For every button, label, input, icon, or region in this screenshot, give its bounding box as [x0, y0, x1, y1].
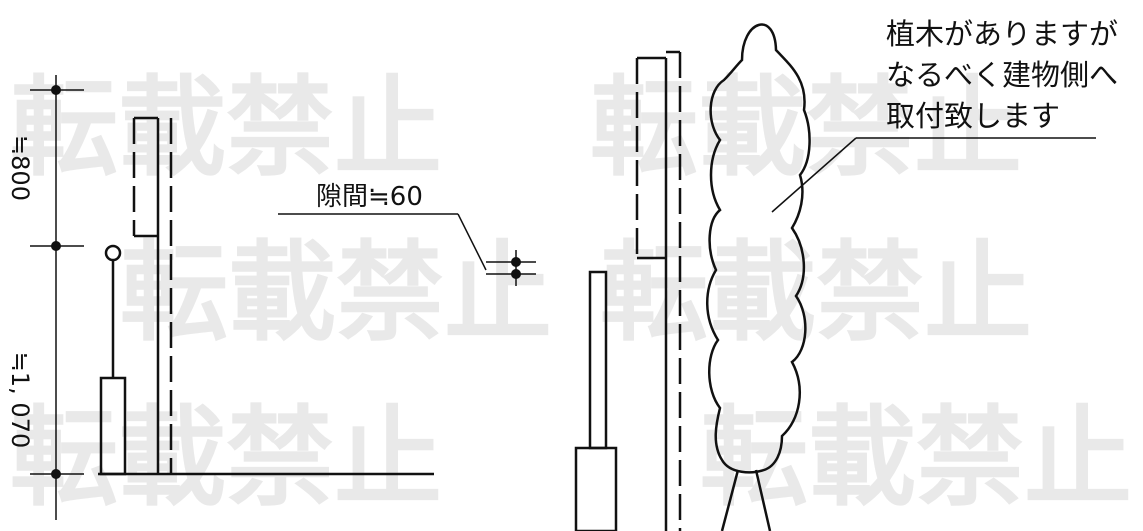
tree-foliage — [706, 23, 811, 474]
note-leader — [771, 137, 1096, 213]
note-line-2: なるべく建物側へ — [886, 58, 1118, 92]
gap-leader — [278, 213, 487, 271]
right-sign-box-dashed — [635, 56, 666, 260]
sign-box-dashed — [132, 116, 158, 238]
right-tall-pole — [664, 50, 682, 531]
dimension-line — [30, 75, 84, 520]
watermark-row-3b: 転載禁止 — [700, 396, 1132, 521]
dimension-upper-label: ≒800 — [6, 135, 34, 201]
watermark-layer: 転載禁止 転載禁止 転載禁止 転載禁止 転載禁止 転載禁止 — [10, 66, 1132, 521]
watermark-row-2b: 転載禁止 — [600, 231, 1032, 356]
short-post — [99, 244, 127, 476]
tree-trunk — [720, 469, 772, 531]
right-post — [574, 270, 618, 531]
tall-pole-dashed — [156, 118, 173, 474]
watermark-row-1: 転載禁止 — [10, 66, 442, 191]
watermark-row-3: 転載禁止 — [10, 396, 442, 521]
dimension-tick-middle — [51, 241, 61, 251]
note-line-1: 植木がありますが — [886, 17, 1118, 51]
note-line-3: 取付致します — [886, 99, 1060, 133]
dimension-tick-bottom — [51, 469, 61, 479]
watermark-row-2: 転載禁止 — [120, 231, 552, 356]
dimension-tick-top — [51, 85, 61, 95]
dimension-lower-label: ≒1, 070 — [6, 352, 34, 448]
watermark-row-1b: 転載禁止 — [590, 66, 1022, 191]
gap-label: 隙間≒60 — [316, 182, 423, 212]
gap-dimension-marker — [486, 250, 536, 286]
